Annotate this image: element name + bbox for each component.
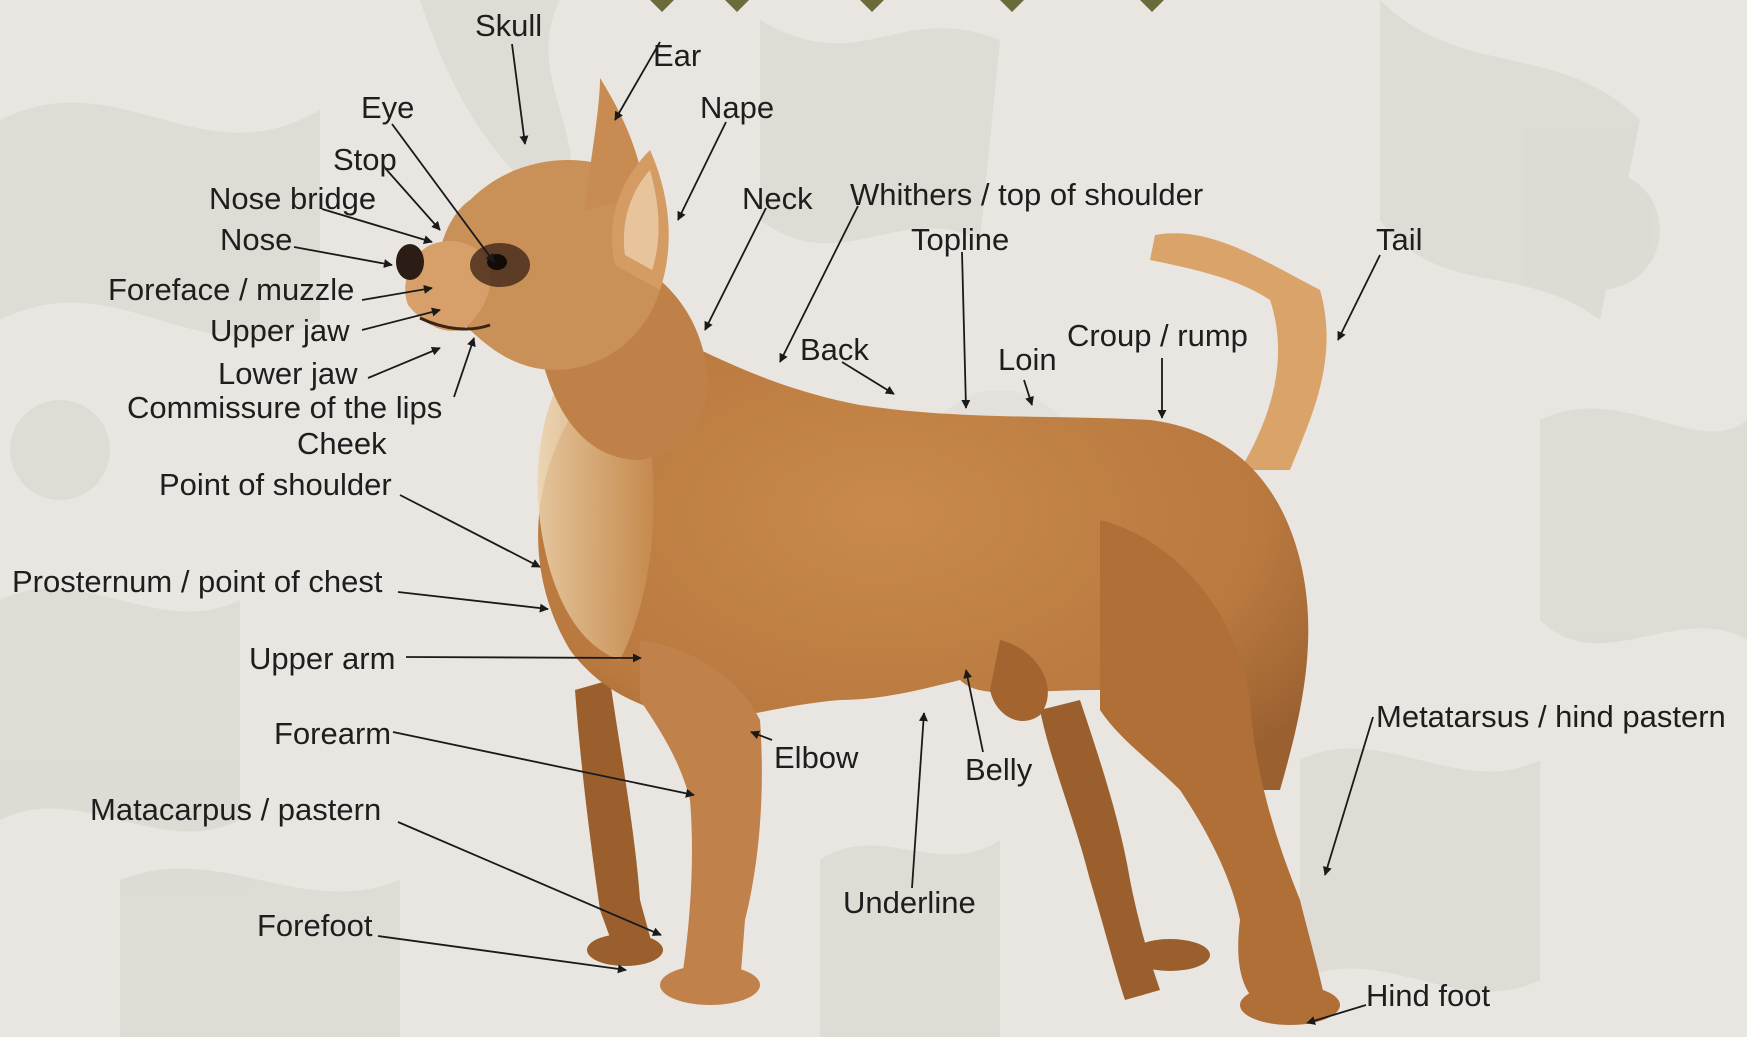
label-whithers: Whithers / top of shoulder	[850, 177, 1203, 212]
far-hind-foot	[1130, 939, 1210, 971]
label-tail: Tail	[1376, 222, 1423, 257]
label-underline: Underline	[843, 885, 976, 920]
label-metatarsus: Metatarsus / hind pastern	[1376, 699, 1726, 734]
label-eye: Eye	[361, 90, 414, 125]
label-loin: Loin	[998, 342, 1057, 377]
far-fore-foot	[587, 934, 663, 966]
label-commissure: Commissure of the lips	[127, 390, 442, 425]
leader-lower-jaw	[368, 348, 440, 378]
label-nose-bridge: Nose bridge	[209, 181, 376, 216]
label-ear: Ear	[653, 38, 701, 73]
label-nape: Nape	[700, 90, 774, 125]
near-fore-foot	[660, 965, 760, 1005]
leader-point-of-shoulder	[400, 495, 540, 567]
label-lower-jaw: Lower jaw	[218, 356, 358, 391]
label-cheek: Cheek	[297, 426, 387, 461]
label-upper-jaw: Upper jaw	[210, 313, 350, 348]
nose-shape	[396, 244, 424, 280]
label-metacarpus: Matacarpus / pastern	[90, 792, 381, 827]
label-hind-foot: Hind foot	[1366, 978, 1490, 1013]
label-topline: Topline	[911, 222, 1009, 257]
leader-commissure	[454, 338, 474, 397]
leader-prosternum	[398, 592, 548, 609]
label-nose: Nose	[220, 222, 292, 257]
leader-topline	[962, 252, 966, 408]
far-fore-leg	[575, 680, 655, 965]
leader-forearm	[393, 732, 694, 795]
label-back: Back	[800, 332, 869, 367]
label-elbow: Elbow	[774, 740, 859, 775]
label-belly: Belly	[965, 752, 1033, 787]
label-skull: Skull	[475, 8, 542, 43]
label-prosternum: Prosternum / point of chest	[12, 564, 383, 599]
label-stop: Stop	[333, 142, 397, 177]
near-hind-foot	[1240, 985, 1340, 1025]
label-upper-arm: Upper arm	[249, 641, 395, 676]
leader-nape	[678, 122, 726, 220]
top-ornament	[650, 0, 1164, 12]
label-croup: Croup / rump	[1067, 318, 1248, 353]
leader-upper-arm	[406, 657, 641, 658]
label-foreface: Foreface / muzzle	[108, 272, 354, 307]
label-neck: Neck	[742, 181, 813, 216]
leader-neck	[705, 208, 766, 330]
leader-tail	[1338, 255, 1380, 340]
label-forearm: Forearm	[274, 716, 391, 751]
label-forefoot: Forefoot	[257, 908, 373, 943]
label-point-of-shoulder: Point of shoulder	[159, 467, 392, 502]
